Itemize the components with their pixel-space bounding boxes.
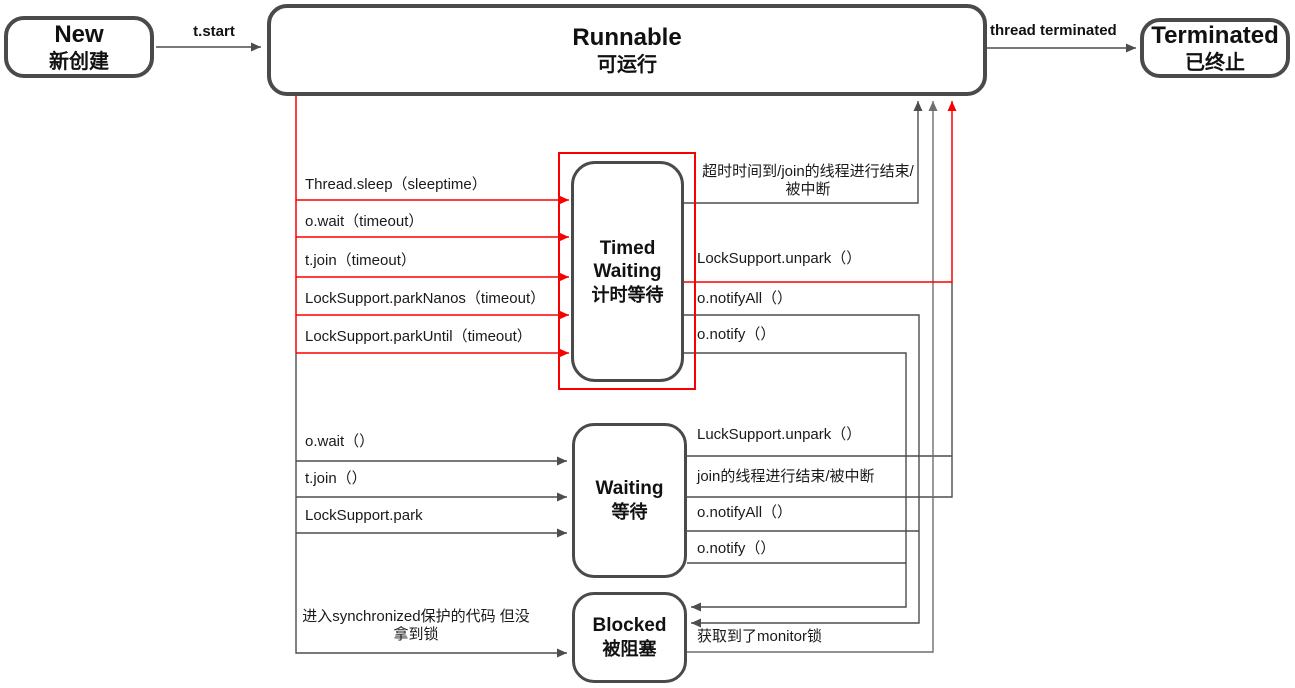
state-blocked-label-en: Blocked bbox=[592, 615, 667, 636]
red-connectors bbox=[295, 96, 957, 358]
label-tjoin: t.join（） bbox=[305, 470, 367, 487]
state-blocked-label-zh: 被阻塞 bbox=[602, 639, 657, 659]
light-gray-connectors bbox=[687, 101, 938, 653]
edge-waiting-joinend-to-runnable bbox=[687, 282, 953, 498]
edge-timed-notify-to-blocked bbox=[684, 352, 907, 612]
label-thread-terminated: thread terminated bbox=[990, 22, 1117, 39]
state-new-label-en: New bbox=[54, 20, 104, 48]
label-thread-sleep: Thread.sleep（sleeptime） bbox=[305, 176, 487, 193]
label-tjoin-timeout: t.join（timeout） bbox=[305, 252, 416, 269]
edge-timedwaiting-to-runnable-timeout bbox=[684, 101, 923, 204]
edge-timed-notifyall-to-blocked bbox=[684, 314, 920, 628]
state-waiting-label-en: Waiting bbox=[595, 478, 664, 499]
state-timed-waiting-label-zh: 计时等待 bbox=[591, 284, 664, 305]
label-locksupport-unpark: LockSupport.unpark（） bbox=[697, 250, 862, 267]
label-lucksupport-unpark: LuckSupport.unpark（） bbox=[697, 426, 862, 443]
state-timed-waiting-label-en2: Waiting bbox=[593, 260, 662, 282]
label-onotifyall-timed: o.notifyAll（） bbox=[697, 290, 793, 307]
label-t-start: t.start bbox=[193, 23, 235, 40]
label-enter-synchronized: 进入synchronized保护的代码 但没拿到锁 bbox=[302, 608, 530, 643]
label-parknanos: LockSupport.parkNanos（timeout） bbox=[305, 290, 546, 307]
label-timeout-or-join-end: 超时时间到/join的线程进行结束/被中断 bbox=[702, 163, 914, 198]
gray-connectors bbox=[156, 42, 1136, 658]
state-new-label-zh: 新创建 bbox=[49, 50, 109, 73]
label-join-thread-end: join的线程进行结束/被中断 bbox=[697, 468, 875, 485]
label-owait-timeout: o.wait（timeout） bbox=[305, 213, 424, 230]
label-onotify-timed: o.notify（） bbox=[697, 326, 776, 343]
state-runnable-label-en: Runnable bbox=[572, 23, 682, 51]
state-blocked: Blocked 被阻塞 bbox=[572, 592, 687, 683]
state-waiting-label-zh: 等待 bbox=[611, 502, 648, 522]
label-locksupport-park: LockSupport.park bbox=[305, 507, 423, 524]
label-got-monitor-lock: 获取到了monitor锁 bbox=[697, 628, 823, 645]
state-waiting: Waiting 等待 bbox=[572, 423, 687, 578]
label-owait: o.wait（） bbox=[305, 433, 375, 450]
label-parkuntil: LockSupport.parkUntil（timeout） bbox=[305, 328, 532, 345]
state-terminated-label-zh: 已终止 bbox=[1185, 51, 1245, 74]
timed-waiting-highlight-rect bbox=[558, 152, 696, 390]
state-new: New 新创建 bbox=[4, 16, 154, 78]
edge-runnable-to-blocked bbox=[295, 353, 567, 658]
edge-timed-unpark-to-runnable bbox=[684, 101, 957, 283]
state-terminated: Terminated 已终止 bbox=[1140, 18, 1290, 78]
label-onotifyall-waiting: o.notifyAll（） bbox=[697, 504, 793, 521]
state-timed-waiting-label-en1: Timed bbox=[599, 237, 656, 259]
state-timed-waiting: Timed Waiting 计时等待 bbox=[571, 161, 684, 382]
edge-blocked-to-runnable-monitor bbox=[687, 101, 938, 653]
state-runnable-label-zh: 可运行 bbox=[597, 53, 657, 76]
label-onotify-waiting: o.notify（） bbox=[697, 540, 776, 557]
state-terminated-label-en: Terminated bbox=[1151, 21, 1279, 49]
state-runnable: Runnable 可运行 bbox=[267, 4, 987, 96]
